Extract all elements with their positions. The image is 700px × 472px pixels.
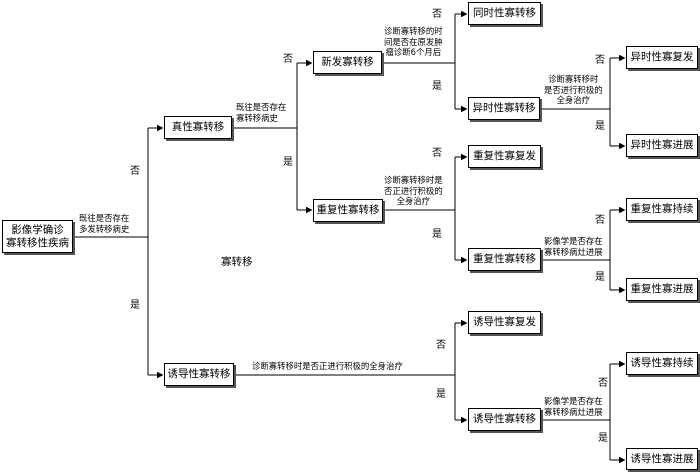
repeat-persist-node: 重复性寡持续 (626, 198, 698, 221)
answer-yes-new: 是 (432, 81, 442, 92)
answer-no-new: 否 (432, 9, 442, 20)
answer-no-true: 否 (283, 54, 293, 65)
question-repeat: 诊断寡转移时是 否正进行积极的 全身治疗 (384, 175, 443, 206)
answer-yes-induced2: 是 (598, 433, 608, 444)
answer-yes-repeat2: 是 (595, 272, 605, 283)
question-root: 既往是否存在 多发转移病史 (79, 213, 130, 234)
question-induced2: 影像学是否存在 寡转移病灶进展 (544, 396, 603, 417)
question-true: 既往是否存在 寡转移病史 (236, 102, 287, 123)
meta-recur-node: 异时性寡复发 (626, 46, 698, 69)
answer-no-induced: 否 (436, 340, 446, 351)
answer-yes-true: 是 (283, 157, 293, 168)
answer-yes-repeat: 是 (432, 229, 442, 240)
question-new: 诊断寡转移的时 间是否在原发肿 瘤诊断6个月后 (384, 26, 443, 57)
repeat-prog-node: 重复性寡进展 (626, 278, 698, 301)
induced-prog-node: 诱导性寡进展 (626, 448, 698, 470)
answer-yes-root: 是 (130, 300, 140, 311)
repeat-oligo-node: 重复性寡转移 (313, 199, 383, 222)
induced-persist-node: 诱导性寡持续 (626, 352, 698, 375)
answer-no-root: 否 (130, 166, 140, 177)
meta-prog-node: 异时性寡进展 (626, 134, 698, 157)
answer-no-induced2: 否 (598, 378, 608, 389)
repeat-oligo2-node: 重复性寡转移 (468, 248, 541, 271)
answer-yes-meta: 是 (595, 121, 605, 132)
question-induced: 诊断寡转移时是否正进行积极的全身治疗 (252, 361, 403, 371)
question-meta: 诊断寡转移时 是否进行积极的 全身治疗 (544, 74, 603, 105)
answer-no-repeat2: 否 (595, 215, 605, 226)
answer-no-repeat: 否 (432, 148, 442, 159)
meta-oligo-node: 异时性寡转移 (468, 97, 540, 120)
question-repeat2: 影像学是否存在 寡转移病灶进展 (544, 236, 603, 257)
root-node: 影像学确诊 寡转移性疾病 (2, 220, 73, 253)
sync-oligo-node: 同时性寡转移 (468, 2, 541, 25)
true-oligo-node: 真性寡转移 (164, 116, 232, 139)
induced-recur-node: 诱导性寡复发 (468, 311, 541, 334)
answer-yes-induced: 是 (436, 389, 446, 400)
induced-oligo2-node: 诱导性寡转移 (468, 408, 541, 431)
center-label: 寡转移 (221, 256, 253, 268)
new-oligo-node: 新发寡转移 (313, 51, 382, 74)
repeat-recur-node: 重复性寡复发 (468, 145, 541, 168)
answer-no-meta: 否 (595, 55, 605, 66)
induced-oligo-node: 诱导性寡转移 (164, 363, 234, 386)
